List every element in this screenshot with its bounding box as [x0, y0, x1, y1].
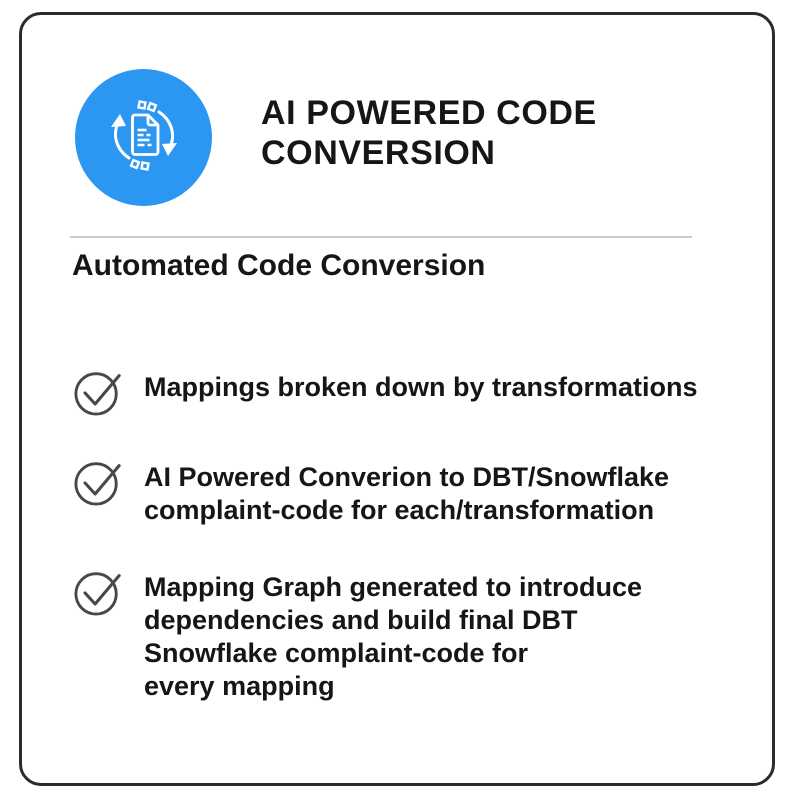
feature-card: AI POWERED CODE CONVERSION Automated Cod…: [19, 12, 775, 786]
feature-item: Mapping Graph generated to introduce dep…: [73, 567, 732, 703]
check-circle-icon: [73, 367, 123, 417]
check-circle-icon: [73, 457, 123, 507]
card-subtitle: Automated Code Conversion: [72, 249, 486, 282]
header-icon-circle: [75, 69, 212, 206]
feature-text: Mapping Graph generated to introduce dep…: [144, 572, 643, 701]
feature-item: Mappings broken down by transformations: [73, 367, 732, 417]
check-circle-icon: [73, 567, 123, 617]
divider: [70, 236, 692, 238]
feature-text: Mappings broken down by transformations: [144, 372, 698, 402]
feature-item: AI Powered Converion to DBT/Snowflake co…: [73, 457, 732, 527]
document-sync-icon: [104, 95, 184, 180]
card-title: AI POWERED CODE CONVERSION: [261, 94, 597, 172]
feature-text: AI Powered Converion to DBT/Snowflake co…: [144, 462, 670, 525]
feature-list: Mappings broken down by transformations …: [73, 367, 732, 743]
